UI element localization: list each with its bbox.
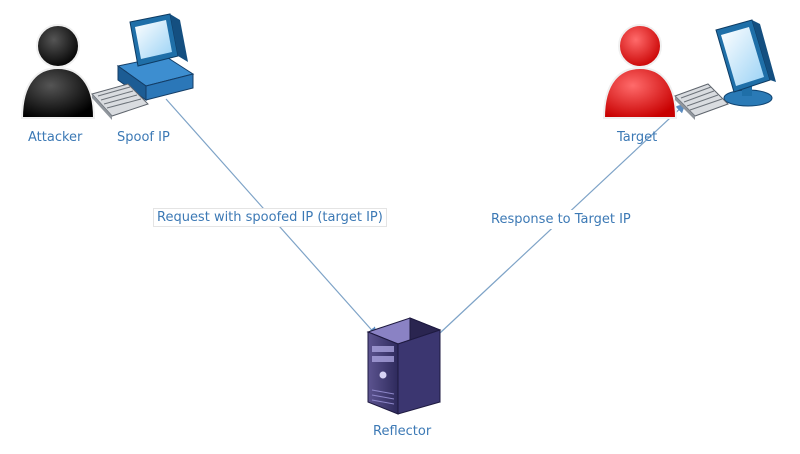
spoof-computer-icon <box>91 13 195 120</box>
target-person-icon <box>602 24 678 119</box>
attacker-person-icon <box>20 24 96 119</box>
target-label: Target <box>617 130 658 145</box>
target-monitor-icon <box>674 19 776 120</box>
reflector-server-icon <box>366 317 442 415</box>
spoof-ip-label: Spoof IP <box>117 130 170 145</box>
attacker-label: Attacker <box>28 130 83 145</box>
response-edge-label: Response to Target IP <box>487 210 635 229</box>
reflector-label: Reflector <box>373 424 432 439</box>
request-edge-label: Request with spoofed IP (target IP) <box>153 208 387 227</box>
